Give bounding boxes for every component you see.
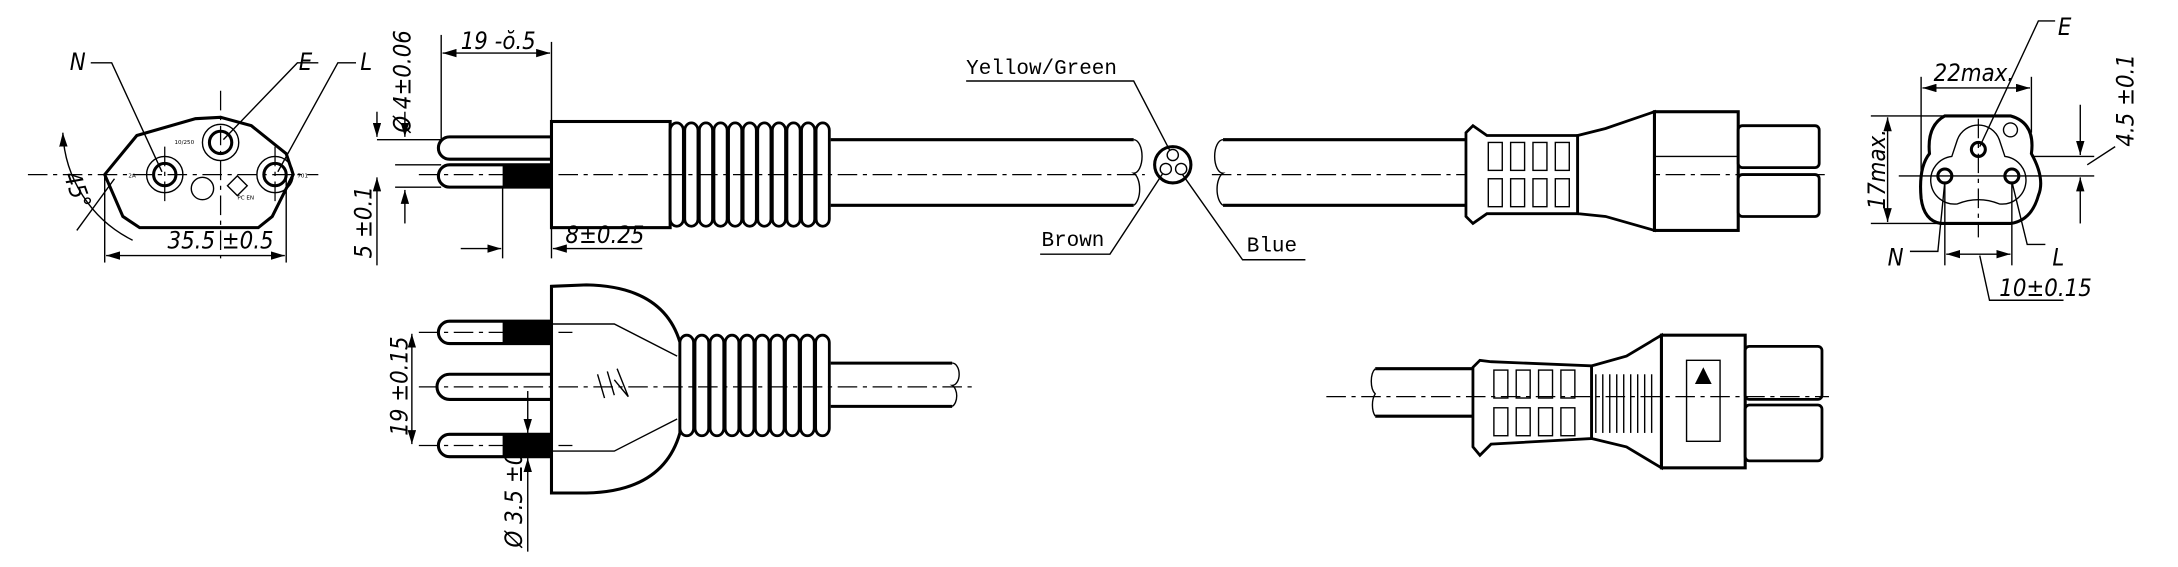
connector-width-dimension: 22max. xyxy=(1934,59,2014,87)
plug-face-view: 10/250 2A 701 PC EN N E L 45° 35.5 ±0.5 xyxy=(27,48,372,263)
rib xyxy=(738,333,756,438)
plug-side-view: 19 -ŏ.5 Ø 4±0.06 5 ±0.1 8±0.25 xyxy=(349,27,1145,266)
rib xyxy=(814,333,831,438)
certification-mark-diamond xyxy=(226,174,249,197)
connector-height-dimension: 17max. xyxy=(1863,129,1891,209)
connector-pin-n-label: N xyxy=(1888,243,1904,271)
pin-diameter-dimension: Ø 4±0.06 xyxy=(388,30,416,134)
grip-cell xyxy=(1537,369,1554,399)
plug-top-strain-relief-ribs xyxy=(678,333,831,438)
grip-cell xyxy=(1493,369,1509,399)
insulation-length-dimension: 8±0.25 xyxy=(565,221,644,249)
code-mark: 701 xyxy=(297,173,308,179)
pin-diameter-top-dimension: Ø 3.5 ±0.1 xyxy=(500,431,528,548)
rib xyxy=(769,333,786,438)
connector-top-grip-pattern xyxy=(1493,369,1576,437)
grip-cell xyxy=(1532,178,1548,208)
grip-cell xyxy=(1515,369,1531,399)
grip-cell xyxy=(1493,407,1509,437)
connector-pin-e-label: E xyxy=(2058,13,2072,41)
grip-cell xyxy=(1532,141,1548,172)
grip-cell xyxy=(1509,178,1526,208)
wire-color-live-label: Blue xyxy=(1247,235,1297,258)
certification-mark-circle xyxy=(190,176,215,201)
earth-symbol-icon xyxy=(2002,122,2019,138)
wire-color-neutral-label: Brown xyxy=(1042,230,1105,253)
connector-pin-l-label: L xyxy=(2052,243,2064,271)
connector-label-plate xyxy=(1685,359,1721,443)
grip-cell xyxy=(1487,178,1503,208)
grip-cell xyxy=(1554,141,1570,172)
connector-taper-ribs xyxy=(1595,374,1653,433)
connector-pitch-dimension: 10±0.15 xyxy=(1999,274,2092,302)
connector-side-view xyxy=(1464,109,1821,233)
rating-mark: 10/250 xyxy=(175,140,195,146)
pin-e-label: E xyxy=(299,48,313,76)
rib xyxy=(784,333,801,438)
amp-mark: 2A xyxy=(128,173,136,179)
grip-cell xyxy=(1560,407,1576,437)
pin-n-hole xyxy=(145,155,184,194)
connector-top-view xyxy=(1326,332,1829,471)
grip-cell xyxy=(1515,407,1531,437)
rib xyxy=(693,333,711,438)
grip-cell xyxy=(1560,369,1576,399)
grip-cell xyxy=(1554,178,1570,208)
plug-body-top xyxy=(549,283,682,495)
plug-width-dimension: 35.5 ±0.5 xyxy=(168,227,274,255)
wire-color-earth-label: Yellow/Green xyxy=(966,58,1117,81)
pin-pitch-dimension: 19 ±0.15 xyxy=(386,336,414,435)
rib xyxy=(678,333,696,438)
grip-cell xyxy=(1487,141,1503,172)
plug-top-view: 19 ±0.15 Ø 3.5 ±0.1 xyxy=(386,283,978,552)
grip-cell xyxy=(1537,407,1554,437)
rib xyxy=(723,333,741,438)
connector-grip-pattern xyxy=(1487,141,1570,208)
rib xyxy=(799,333,816,438)
cert-mark: PC EN xyxy=(237,196,254,202)
connector-head xyxy=(1652,110,1740,232)
pin-insulation xyxy=(502,164,552,188)
connector-offset-dimension: 4.5 ±0.1 xyxy=(2111,54,2139,147)
pin-length-dimension: 19 -ŏ.5 xyxy=(461,27,536,55)
connector-face-view: E N L 22max. 17max. 4.5 ±0.1 10±0.15 xyxy=(1863,13,2140,302)
pin-l-label: L xyxy=(360,48,372,76)
rib xyxy=(708,333,726,438)
grip-cell xyxy=(1509,141,1526,172)
certification-logo-icon xyxy=(1694,367,1712,385)
pin-n-label: N xyxy=(70,48,86,76)
pin-spacing-dimension: 5 ±0.1 xyxy=(349,186,377,258)
rib xyxy=(753,333,771,438)
pin-e-hole xyxy=(201,123,240,162)
